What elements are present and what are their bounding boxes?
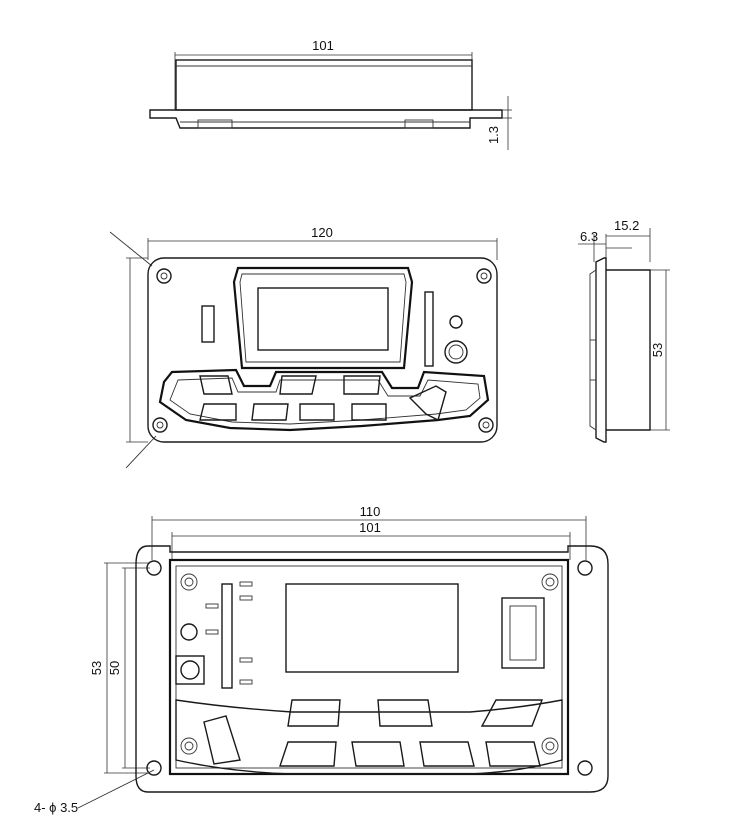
back-inner-height-label: 50: [107, 661, 122, 675]
top-view: 101 1.3: [149, 38, 512, 150]
front-width-label: 120: [311, 225, 333, 240]
top-width-label: 101: [312, 38, 334, 53]
side-view: 6.3 15.2 53: [578, 218, 670, 443]
back-outer-width-label: 110: [360, 504, 381, 519]
front-view: 120: [109, 225, 498, 469]
side-depth-a-label: 6.3: [580, 229, 598, 244]
top-thickness-label: 1.3: [486, 126, 501, 144]
side-depth-b-label: 15.2: [614, 218, 639, 233]
side-height-label: 53: [650, 343, 665, 357]
back-view: 110 101 53 50: [34, 504, 609, 815]
holes-label: 4- ϕ 3.5: [34, 800, 78, 815]
back-outer-height-label: 53: [89, 661, 104, 675]
back-inner-width-label: 101: [359, 520, 381, 535]
